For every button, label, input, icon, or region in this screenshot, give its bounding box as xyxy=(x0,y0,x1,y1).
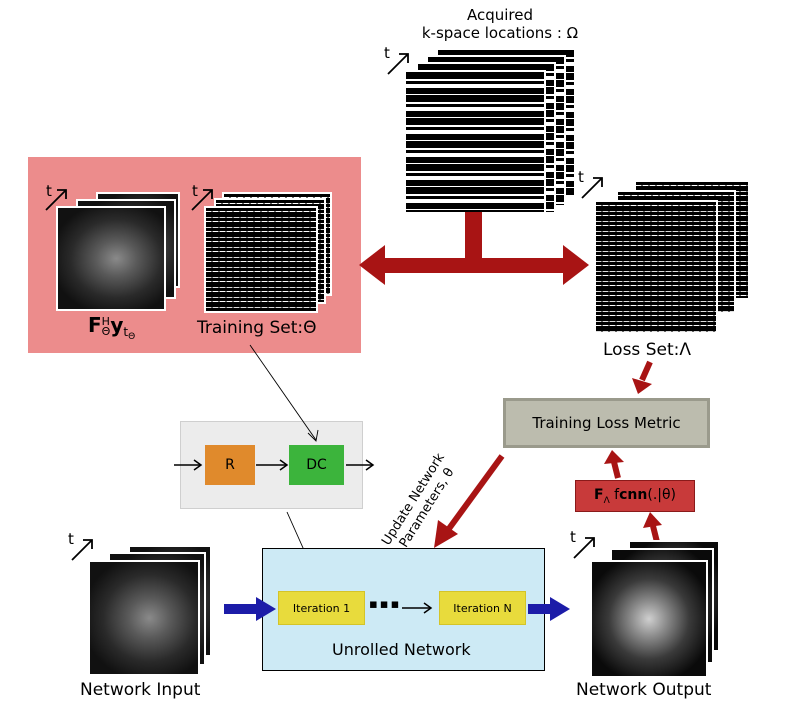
network-to-output-arrow xyxy=(528,597,570,621)
data-consistency-label: DC xyxy=(306,457,327,473)
time-arrow-icon xyxy=(581,177,603,199)
update-parameters-arrow xyxy=(434,454,505,548)
data-consistency-block: DC xyxy=(289,445,344,485)
time-arrow-icon xyxy=(387,53,409,75)
split-arrow xyxy=(359,212,589,285)
regularizer-block: R xyxy=(205,445,255,485)
time-label: t xyxy=(570,528,576,546)
regularizer-label: R xyxy=(225,457,235,473)
loss-set-label: Loss Set:Λ xyxy=(603,340,691,360)
training-set-label: Training Set:Θ xyxy=(197,318,317,338)
forward-operator-box: FΛ fcnn(.|θ) xyxy=(575,480,695,512)
fbox-to-metric-arrow xyxy=(604,450,624,479)
iteration-1-block: Iteration 1 xyxy=(278,591,365,625)
time-label: t xyxy=(192,182,198,200)
iteration-dots: ▪▪▪ xyxy=(369,597,402,612)
time-label: t xyxy=(384,44,390,62)
time-arrow-icon xyxy=(191,189,213,211)
input-to-network-arrow xyxy=(224,597,276,621)
iteration-n-label: Iteration N xyxy=(453,601,512,615)
time-arrow-icon xyxy=(45,189,67,211)
time-label: t xyxy=(578,168,584,186)
iteration-arrow xyxy=(402,602,433,614)
iteration-1-label: Iteration 1 xyxy=(292,601,351,615)
network-input-label: Network Input xyxy=(80,680,201,700)
forward-operator-label: FΛ fcnn(.|θ) xyxy=(593,486,677,506)
dc-flow-arrows xyxy=(174,459,375,471)
time-label: t xyxy=(68,530,74,548)
iteration-n-block: Iteration N xyxy=(439,591,526,625)
loss-to-metric-arrow xyxy=(632,360,653,394)
training-loss-metric-box: Training Loss Metric xyxy=(503,398,710,448)
time-label: t xyxy=(46,182,52,200)
training-loss-metric-label: Training Loss Metric xyxy=(532,414,681,432)
time-arrow-icon xyxy=(71,539,93,561)
unrolled-network-label: Unrolled Network xyxy=(332,640,471,659)
network-output-label: Network Output xyxy=(576,680,712,700)
time-arrow-icon xyxy=(573,537,595,559)
